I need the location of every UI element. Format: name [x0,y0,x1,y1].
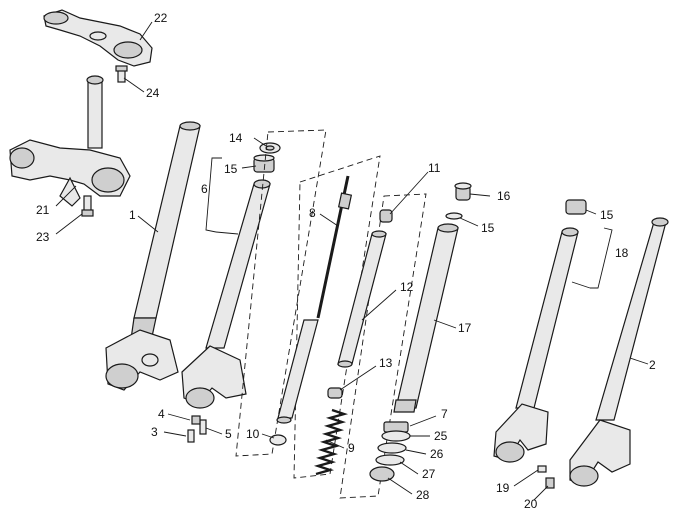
callout-29: 28 [416,488,430,502]
right-inner-fork [493,227,579,463]
callout-21: 20 [524,497,538,511]
callout-25: 24 [146,86,160,100]
callout-13: 13 [379,356,393,370]
callout-15-right: 15 [600,208,614,222]
callout-4: 4 [158,407,165,421]
callout-15-left: 15 [224,162,238,176]
clamp-bolt-25 [115,65,128,83]
bush-15-left [253,154,275,173]
ring-10 [269,434,287,446]
fork-tube-18 [393,223,459,413]
callout-18: 17 [458,321,472,335]
right-fork-assembly [569,217,669,487]
callout-12: 12 [400,280,414,294]
callout-5: 5 [225,427,232,441]
group-outline-left [235,129,327,457]
callout-1: 1 [129,208,136,222]
callout-10: 10 [246,427,260,441]
cap-11 [379,209,393,223]
fork-tube-6 [181,179,271,409]
lower-triple-clamp [9,139,131,207]
callout-6: 6 [201,182,208,196]
callout-2: 2 [649,358,656,372]
cartridge-12 [337,230,387,368]
left-fork-assembly [105,121,201,391]
callout-24: 23 [36,230,50,244]
callout-26: 25 [434,429,448,443]
callout-19: 18 [615,246,629,260]
damper-rod-8 [276,175,353,424]
callout-20: 19 [496,481,510,495]
callout-27: 26 [430,447,444,461]
spring-9 [313,408,349,476]
cap-17 [454,182,472,201]
callout-3: 3 [151,425,158,439]
callout-16: 15 [481,221,495,235]
upper-triple-clamp [43,9,153,67]
bleed-screw-20-21 [537,465,555,489]
callout-14: 14 [229,131,243,145]
steering-stem [86,75,104,149]
bush-13 [327,387,343,399]
bottom-stack [369,421,411,482]
callout-7: 7 [441,407,448,421]
leader-lines [55,21,649,501]
callout-22: 21 [36,203,50,217]
callout-28: 27 [422,467,436,481]
clamp-bolt-24 [81,195,94,217]
callout-23: 22 [154,11,168,25]
callout-11: 11 [428,161,441,175]
callout-9: 9 [348,441,355,455]
oring-16 [445,212,463,220]
callout-17: 16 [497,189,511,203]
callout-8: 8 [309,206,316,220]
screws-3-4-5 [187,415,207,443]
bush-15-right [565,199,587,215]
